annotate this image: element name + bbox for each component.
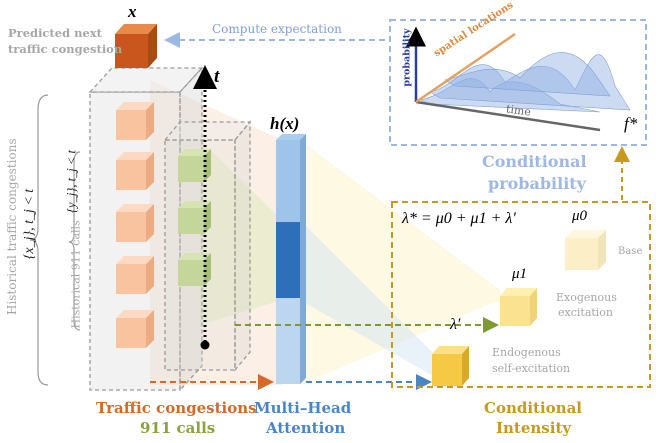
base-cube [565,230,606,270]
traffic-congestions-label: Traffic congestions [96,399,257,417]
exogenous-line2: excitation [558,306,614,319]
attention-title-line1: Multi–Head [254,399,352,417]
probability-surface [418,52,631,113]
exogenous-line1: Exogenous [556,291,617,304]
calls-911-label: 911 calls [140,419,216,437]
projection-fan-yellow [300,140,500,385]
compute-expectation-label: Compute expectation [212,22,342,36]
historical-congestions-label: Historical traffic congestions [5,138,19,315]
call-cube [178,201,211,234]
congestion-cube [116,152,154,190]
time-axis-origin [200,340,210,350]
congestion-cube [116,256,154,294]
prob-axis-time [415,100,601,132]
projection-fan-blue [300,220,440,380]
prob-y-axis-label: probability [401,28,413,87]
attention-title-line2: Attention [266,419,346,437]
attention-h-label: h(x) [270,114,300,133]
calls-bracket [68,151,81,331]
probability-title-line2: probability [488,174,586,193]
call-cube [178,149,211,182]
predicted-label-line2: traffic congestion [8,42,123,56]
time-symbol: t [214,66,220,87]
predicted-label-line1: Predicted next [8,26,102,40]
history-bracket [29,94,49,386]
projection-fan-green [200,140,282,325]
attention-column [276,134,306,384]
intensity-title-line2: Intensity [496,419,572,437]
endogenous-line1: Endogenous [492,346,561,359]
predicted-congestion-cube [115,24,157,68]
lambda-prime-label: λ′ [450,316,461,333]
congestion-cube [116,310,154,348]
mu0-label: μ0 [572,208,588,224]
f-star-label: f* [624,114,638,133]
calls-set-label: {y_j}, t_j < t [64,150,79,213]
predicted-x-symbol: x [128,2,137,21]
exogenous-cube [500,288,537,326]
probability-title-line1: Conditional [482,152,587,171]
endogenous-line2: self-excitation [492,362,571,375]
intensity-title-line1: Conditional [484,399,582,417]
prob-axis-spatial [415,32,516,104]
intensity-panel [391,201,651,388]
congestion-set-label: {x_j}, t_j < t [22,188,37,260]
congestion-cube [116,102,154,140]
congestion-cubes [116,102,154,348]
base-label: Base [618,246,643,257]
intensity-equation: λ* = μ0 + μ1 + λ′ [402,210,516,227]
endogenous-cube [432,346,469,386]
historical-calls-label: Historical 911 calls [69,220,83,329]
congestion-cube [116,204,154,242]
mu1-label: μ1 [512,266,528,282]
